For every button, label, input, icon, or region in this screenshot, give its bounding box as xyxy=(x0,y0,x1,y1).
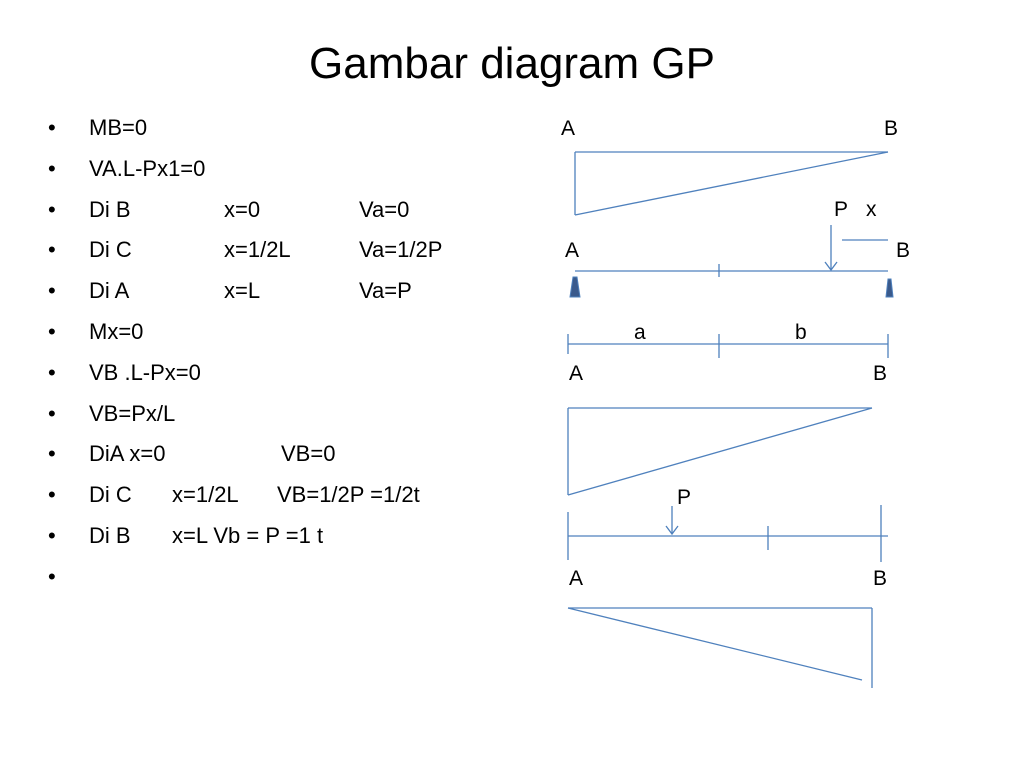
bullet-text: x=1/2L xyxy=(224,237,291,263)
bullet-text: VA.L-Px1=0 xyxy=(89,155,206,181)
bullet-marker: • xyxy=(48,115,56,140)
bullet-text: Di C xyxy=(89,237,132,263)
bullet-marker: • xyxy=(48,237,56,263)
load-label-p: P xyxy=(834,198,848,221)
dimension-line: a b xyxy=(567,321,889,358)
bullet-text: Va=P xyxy=(359,278,412,304)
il-lower-slope xyxy=(567,607,863,681)
dimension-label-a: a xyxy=(634,321,646,344)
bullet-text: Di B xyxy=(89,196,131,222)
bullet-text: x=1/2L xyxy=(172,482,239,508)
influence-line-va: A B xyxy=(561,117,898,216)
bullet-marker: • xyxy=(48,278,56,304)
bullet-text: VB=Px/L xyxy=(89,400,176,426)
bullet-marker: • xyxy=(48,441,56,467)
load-arrow-head xyxy=(824,261,838,272)
il-vb-label-b: B xyxy=(873,362,887,385)
bullet-text: Di A xyxy=(89,278,130,304)
il-va-label-a: A xyxy=(561,117,575,140)
bullet-text: VB .L-Px=0 xyxy=(89,359,201,385)
bullet-text: x=L Vb = P =1 t xyxy=(172,523,324,548)
bullet-text: MB=0 xyxy=(89,115,148,140)
bullet-marker: • xyxy=(48,523,56,548)
beam-with-load: P x A B xyxy=(565,198,910,298)
bullet-text: Di B xyxy=(89,523,131,548)
slide-title: Gambar diagram GP xyxy=(309,39,715,88)
bullet-marker: • xyxy=(48,319,56,344)
distance-label-x: x xyxy=(866,198,877,221)
bullet-marker: • xyxy=(48,359,56,385)
il-vb-load-arrow-head xyxy=(665,525,679,536)
bullet-text: x=0 xyxy=(224,196,261,222)
bullet-marker: • xyxy=(48,155,56,181)
il-lower-label-a: A xyxy=(569,567,583,590)
influence-line-lower: A B xyxy=(567,567,887,688)
influence-line-vb: A B P xyxy=(567,362,888,562)
il-lower-label-b: B xyxy=(873,567,887,590)
bullet-text: VB=0 xyxy=(281,441,336,467)
il-vb-load-label: P xyxy=(677,486,691,509)
support-a-icon xyxy=(569,276,581,298)
bullet-text: DiA x=0 xyxy=(89,441,166,467)
il-vb-slope xyxy=(567,407,873,496)
bullet-text: Mx=0 xyxy=(89,319,144,344)
il-va-slope xyxy=(574,151,889,216)
dimension-label-b: b xyxy=(795,321,807,344)
bullet-text: Va=0 xyxy=(359,196,410,222)
bullet-text: Di C xyxy=(89,482,132,508)
bullet-text: x=L xyxy=(224,278,261,304)
support-b-icon xyxy=(885,278,894,298)
bullet-text: Va=1/2P xyxy=(359,237,443,263)
il-vb-label-a: A xyxy=(569,362,583,385)
bullet-marker: • xyxy=(48,482,56,508)
beam-label-b: B xyxy=(896,239,910,262)
beam-label-a: A xyxy=(565,239,579,262)
bullet-marker: • xyxy=(48,563,56,589)
il-va-label-b: B xyxy=(884,117,898,140)
bullet-marker: • xyxy=(48,196,56,222)
bullet-marker: • xyxy=(48,400,56,426)
bullet-text: VB=1/2P =1/2t xyxy=(277,482,420,508)
